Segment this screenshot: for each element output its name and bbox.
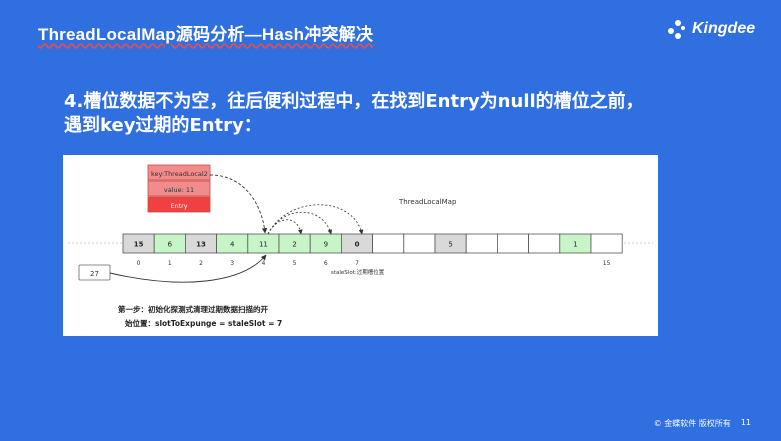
table-cell: [496, 233, 529, 254]
table-cell-value: 2: [292, 241, 296, 249]
footer: © 金蝶软件 版权所有 11: [654, 418, 751, 429]
table-cell-value: 1: [573, 241, 577, 249]
index-label: 6: [324, 260, 328, 267]
index-label: 4: [261, 260, 265, 267]
entry-label: Entry: [170, 202, 187, 210]
step-line-1: 第一步：初始化探测式清理过期数据扫描的开: [118, 304, 268, 314]
input-value-box: [78, 264, 111, 281]
step-line-2: 始位置：slotToExpunge = staleSlot = 7: [125, 318, 282, 328]
entry-key-label: key:ThreadLocal2: [151, 170, 208, 178]
stale-slot-label: staleSlot:过期槽位置: [331, 268, 385, 276]
index-labels: 0 1 2 3 4 5 6 7 15: [137, 260, 611, 267]
table-cell-value: 6: [168, 241, 173, 249]
slide-heading: 4.槽位数据不为空，往后便利过程中，在找到Entry为null的槽位之前， 遇到…: [64, 90, 714, 138]
table-cell: [372, 233, 405, 254]
table-cells: 15 6 13 4 11 2 9 0 5 1: [122, 233, 623, 254]
input-arrow: [109, 254, 267, 283]
table-cell: [403, 233, 436, 254]
index-label: 1: [168, 260, 172, 267]
table-cell-value: 11: [259, 241, 268, 249]
slide-title: ThreadLocalMap源码分析—Hash冲突解决: [38, 25, 374, 44]
table-cell: [528, 233, 561, 254]
threadlocalmap-diagram: key:ThreadLocal2 value: 11 Entry ThreadL…: [68, 164, 653, 328]
page-number: 11: [740, 418, 751, 427]
input-value: 27: [90, 270, 99, 278]
probe-arrow-2: [267, 212, 333, 235]
index-label: 5: [293, 260, 297, 267]
heading-line-2: 遇到key过期的Entry：: [64, 115, 262, 136]
entry-to-slot-arrow: [209, 174, 268, 234]
table-cell-value: 13: [196, 241, 206, 249]
footer-copyright: © 金蝶软件 版权所有: [653, 419, 731, 428]
index-label: 2: [199, 260, 203, 267]
logo-text: Kingdee: [692, 20, 756, 37]
entry-value-label: value: 11: [164, 186, 194, 194]
kingdee-logo-icon: [666, 18, 688, 40]
index-label: 7: [355, 260, 359, 267]
table-cell: [465, 233, 498, 254]
index-label: 3: [230, 260, 234, 267]
table-cell-value: 0: [355, 241, 360, 249]
heading-line-1: 4.槽位数据不为空，往后便利过程中，在找到Entry为null的槽位之前，: [64, 91, 644, 112]
index-label: 0: [137, 260, 141, 267]
table-cell-value: 15: [134, 241, 144, 249]
index-label: 15: [603, 260, 611, 267]
entry-box: key:ThreadLocal2 value: 11 Entry: [147, 164, 211, 213]
table-cell: [590, 233, 623, 254]
kingdee-logo: Kingdee: [666, 18, 755, 40]
table-cell-value: 4: [230, 241, 235, 249]
probe-arrow-3: [267, 204, 364, 235]
diagram-panel: key:ThreadLocal2 value: 11 Entry ThreadL…: [63, 155, 658, 336]
table-cell-value: 5: [448, 241, 452, 249]
map-title: ThreadLocalMap: [398, 198, 457, 206]
table-cell-value: 9: [324, 241, 328, 249]
